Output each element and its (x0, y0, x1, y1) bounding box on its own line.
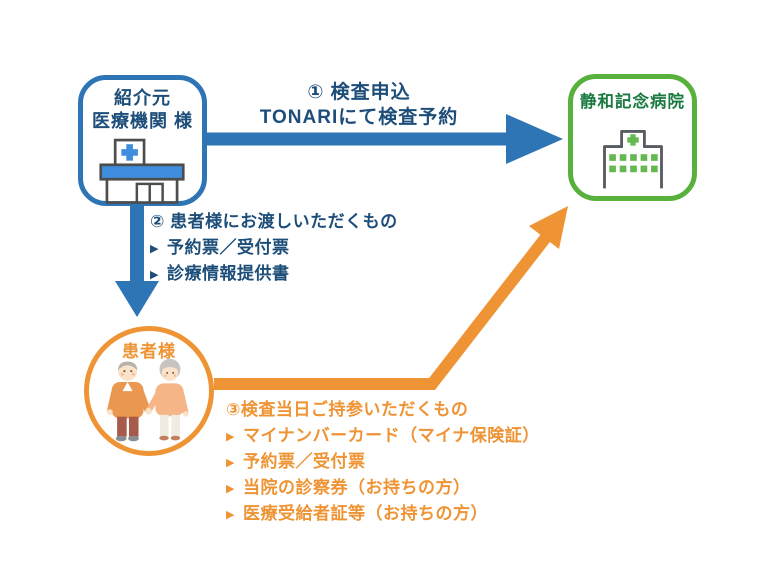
step2-item: ▶ 診療情報提供書 (150, 262, 398, 288)
bullet-icon: ▶ (150, 243, 159, 255)
step3-item: ▶ 当院の診察券（お持ちの方） (226, 476, 540, 502)
step2-heading: ② 患者様にお渡しいただくもの (150, 212, 398, 231)
bullet-icon: ▶ (150, 269, 159, 281)
hospital-box: 静和記念病院 (568, 74, 697, 201)
referrer-box-title: 紹介元 医療機関 様 (83, 87, 202, 133)
step1-label: ① 検査申込 TONARIにて検査予約 (238, 80, 480, 130)
step1-line2: TONARIにて検査予約 (259, 107, 459, 128)
referrer-box: 紹介元 医療機関 様 (78, 75, 207, 206)
referrer-box-title-line2: 医療機関 様 (91, 111, 193, 131)
step3-note: ③検査当日ご持参いただくもの ▶ マイナンバーカード（マイナ保険証） ▶ 予約票… (226, 398, 540, 528)
patient-circle: 患者様 (84, 326, 214, 456)
step3-heading: ③検査当日ご持参いただくもの (226, 400, 469, 419)
step3-item-text: マイナンバーカード（マイナ保険証） (242, 426, 540, 445)
elderly-couple-icon (106, 358, 189, 442)
step3-item: ▶ 医療受給者証等（お持ちの方） (226, 502, 540, 528)
hospital-box-title: 静和記念病院 (580, 93, 685, 111)
step3-item: ▶ 予約票／受付票 (226, 450, 540, 476)
clinic-building-icon (99, 138, 185, 204)
step3-item-text: 当院の診察券（お持ちの方） (242, 478, 471, 497)
bullet-icon: ▶ (226, 509, 235, 521)
step2-item-text: 予約票／受付票 (166, 238, 290, 257)
step2-item-text: 診療情報提供書 (166, 264, 290, 283)
step3-item-text: 医療受給者証等（お持ちの方） (242, 504, 488, 523)
bullet-icon: ▶ (226, 457, 235, 469)
patient-label: 患者様 (122, 342, 176, 361)
hospital-building-icon (603, 129, 663, 189)
step2-item: ▶ 予約票／受付票 (150, 236, 398, 262)
step3-item-text: 予約票／受付票 (242, 452, 366, 471)
step1-line1: ① 検査申込 (307, 82, 411, 103)
referrer-box-title-line1: 紹介元 (114, 88, 171, 108)
step2-note: ② 患者様にお渡しいただくもの ▶ 予約票／受付票 ▶ 診療情報提供書 (150, 210, 398, 288)
bullet-icon: ▶ (226, 483, 235, 495)
step3-item: ▶ マイナンバーカード（マイナ保険証） (226, 424, 540, 450)
bullet-icon: ▶ (226, 431, 235, 443)
